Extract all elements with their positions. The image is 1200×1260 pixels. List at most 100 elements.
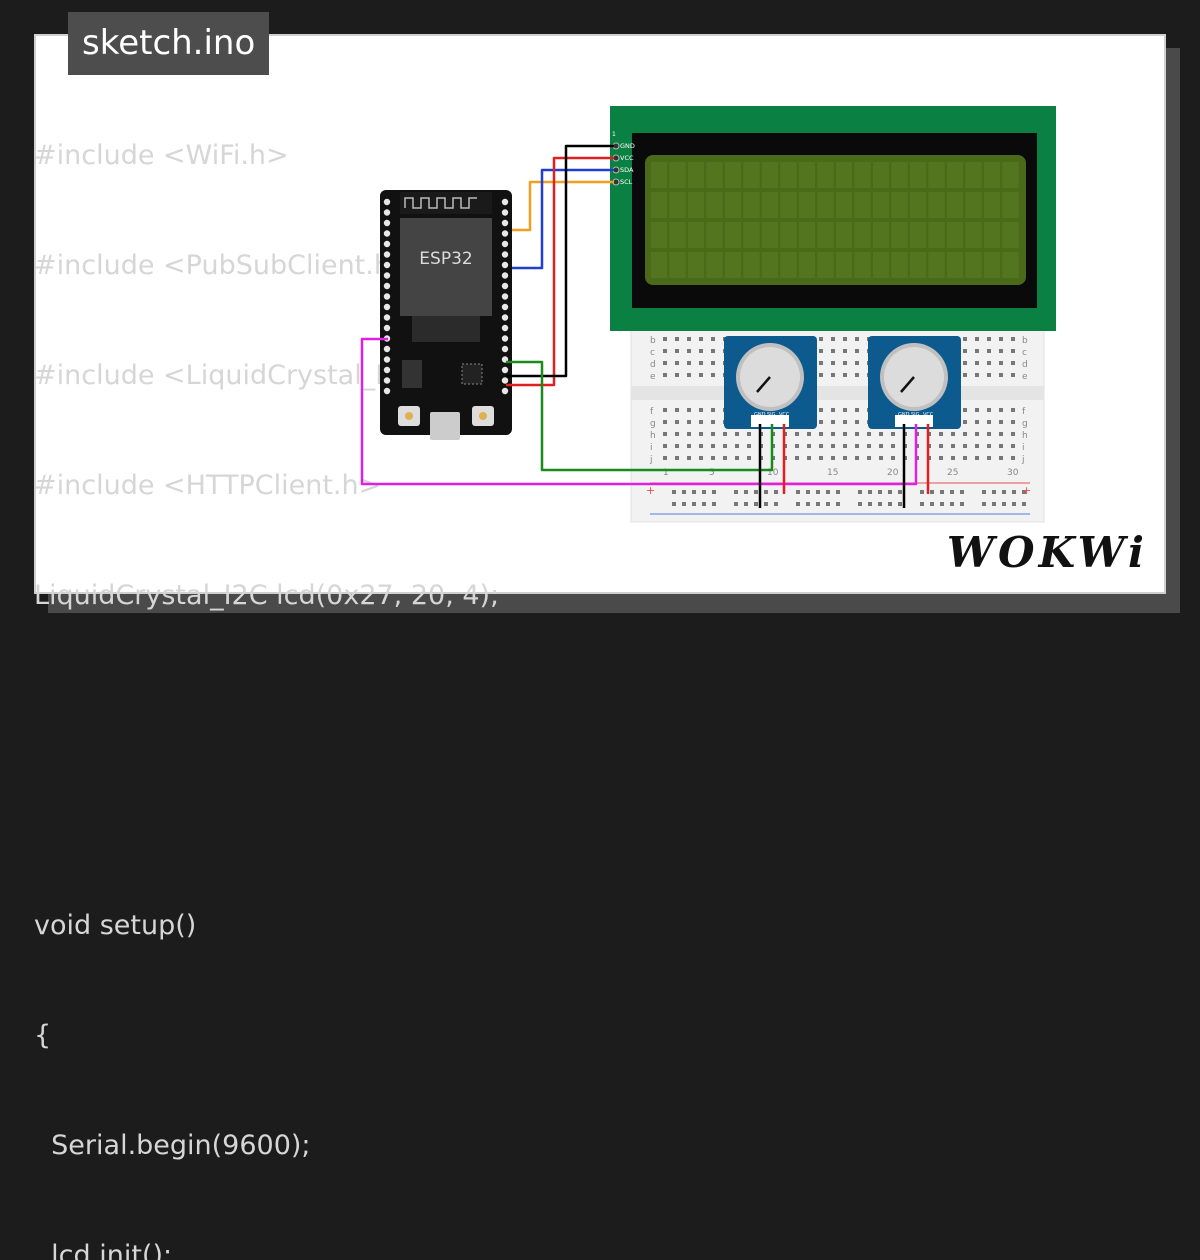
pin-hole	[383, 303, 391, 311]
breadboard-hole	[843, 420, 847, 424]
esp32-label: ESP32	[419, 249, 472, 269]
breadboard-hole	[843, 373, 847, 377]
lcd-char-cell	[928, 162, 945, 188]
rail-hole	[1002, 490, 1006, 494]
rail-hole	[992, 502, 996, 506]
pin-hole	[501, 251, 509, 258]
lcd-char-cell	[706, 192, 723, 218]
breadboard-hole	[699, 373, 703, 377]
rail-hole	[702, 502, 706, 506]
breadboard-hole	[963, 444, 967, 448]
lcd-char-cell	[780, 162, 797, 188]
lcd-char-cell	[762, 192, 778, 218]
lcd-char-cell	[743, 192, 760, 218]
lcd-char-cell	[688, 222, 704, 248]
lcd-char-cell	[651, 222, 667, 248]
breadboard-hole	[855, 373, 859, 377]
breadboard-hole	[1011, 420, 1015, 424]
breadboard-hole	[855, 444, 859, 448]
breadboard-hole	[939, 444, 943, 448]
rail-hole	[806, 490, 810, 494]
rail-hole	[930, 490, 934, 494]
breadboard-hole	[699, 420, 703, 424]
breadboard-hole	[711, 373, 715, 377]
breadboard-hole	[735, 444, 739, 448]
voltage-regulator	[402, 360, 422, 388]
pin-hole	[383, 345, 391, 353]
lcd-char-cell	[817, 162, 834, 188]
breadboard-hole	[831, 361, 835, 365]
breadboard-hole	[987, 408, 991, 412]
breadboard-hole	[747, 456, 751, 460]
code-line: LiquidCrystal_I2C lcd(0x27, 20, 4);	[34, 580, 500, 611]
breadboard-hole	[663, 432, 667, 436]
rail-hole	[898, 502, 902, 506]
breadboard-hole	[687, 432, 691, 436]
rail-hole	[930, 502, 934, 506]
pin-hole	[383, 272, 391, 279]
breadboard-hole	[699, 408, 703, 412]
rail-hole	[960, 502, 964, 506]
pin-hole	[501, 303, 509, 311]
breadboard-hole	[807, 456, 811, 460]
column-number: 15	[827, 468, 838, 478]
rail-hole	[868, 490, 872, 494]
lcd-char-cell	[706, 222, 723, 248]
lcd-char-cell	[1002, 252, 1019, 278]
breadboard-hole	[675, 349, 679, 353]
lcd-char-cell	[669, 162, 686, 188]
breadboard-hole	[747, 432, 751, 436]
breadboard-hole	[855, 420, 859, 424]
code-line: {	[34, 1020, 52, 1051]
column-number: 1	[663, 468, 669, 478]
breadboard-hole	[663, 337, 667, 341]
breadboard-hole	[819, 349, 823, 353]
lcd-char-cell	[854, 162, 871, 188]
rail-hole	[878, 502, 882, 506]
breadboard-hole	[999, 432, 1003, 436]
code-line: void setup()	[34, 910, 197, 941]
lcd-char-cell	[984, 252, 1000, 278]
rail-hole	[692, 502, 696, 506]
usb-chip	[461, 363, 483, 385]
breadboard-hole	[831, 444, 835, 448]
breadboard-hole	[999, 337, 1003, 341]
breadboard-hole	[999, 420, 1003, 424]
row-letter: j	[649, 455, 653, 465]
rail-hole	[682, 490, 686, 494]
rail-hole	[1022, 502, 1026, 506]
breadboard-hole	[843, 444, 847, 448]
breadboard-hole	[879, 444, 883, 448]
breadboard-hole	[1011, 337, 1015, 341]
rail-hole	[950, 490, 954, 494]
rail-hole	[888, 490, 892, 494]
lcd-char-cell	[928, 252, 945, 278]
code-line: Serial.begin(9600);	[34, 1130, 311, 1161]
breadboard-hole	[711, 432, 715, 436]
breadboard-hole	[987, 361, 991, 365]
column-number: 25	[947, 468, 958, 478]
wire-vcc	[506, 156, 614, 387]
breadboard-hole	[831, 408, 835, 412]
pin-hole	[501, 387, 509, 395]
rail-hole	[836, 490, 840, 494]
breadboard-hole	[987, 444, 991, 448]
breadboard-hole	[735, 456, 739, 460]
pin-hole	[383, 261, 391, 269]
potentiometer-1: GND SIG VCC	[724, 336, 817, 429]
breadboard-hole	[963, 420, 967, 424]
row-letter: c	[650, 348, 655, 358]
row-letter: c	[1022, 348, 1027, 358]
rail-hole	[744, 490, 748, 494]
breadboard-hole	[831, 420, 835, 424]
rail-hole	[816, 502, 820, 506]
rail-hole	[858, 502, 862, 506]
rail-hole	[940, 490, 944, 494]
breadboard-hole	[1011, 408, 1015, 412]
breadboard-hole	[975, 349, 979, 353]
lcd-char-cell	[725, 162, 741, 188]
breadboard-hole	[963, 456, 967, 460]
rail-hole	[950, 502, 954, 506]
breadboard-hole	[795, 456, 799, 460]
lcd-char-cell	[854, 192, 871, 218]
